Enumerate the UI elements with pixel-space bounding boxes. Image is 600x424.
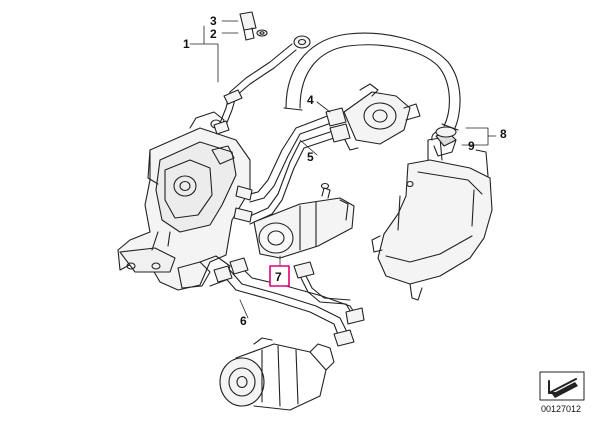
callout-7: 7 <box>275 270 282 284</box>
pipe-pair <box>233 107 351 225</box>
callout-8: 8 <box>500 127 507 141</box>
pressure-lines <box>213 257 365 347</box>
leader-5 <box>299 139 318 156</box>
feed-line <box>213 11 311 135</box>
steering-pump <box>343 83 421 151</box>
callout-9: 9 <box>468 139 475 153</box>
oil-reservoir <box>371 130 493 301</box>
pump-assembly <box>219 337 335 411</box>
drawing-number: 00127012 <box>541 404 581 414</box>
arrow-icon <box>539 371 585 401</box>
callout-2: 2 <box>210 27 217 41</box>
callout-1: 1 <box>183 37 190 51</box>
highlight-box <box>269 265 290 287</box>
callout-6: 6 <box>240 314 247 328</box>
leader-8 <box>465 127 497 146</box>
leader-4 <box>316 101 331 113</box>
leader-6 <box>239 299 249 319</box>
callout-5: 5 <box>307 150 314 164</box>
callout-4: 4 <box>307 93 314 107</box>
callout-3: 3 <box>210 14 217 28</box>
center-unit <box>253 182 355 259</box>
valve-block <box>117 111 251 291</box>
leader-1 <box>189 25 219 83</box>
reservoir-cap <box>433 126 457 157</box>
leader-lines <box>189 20 497 319</box>
